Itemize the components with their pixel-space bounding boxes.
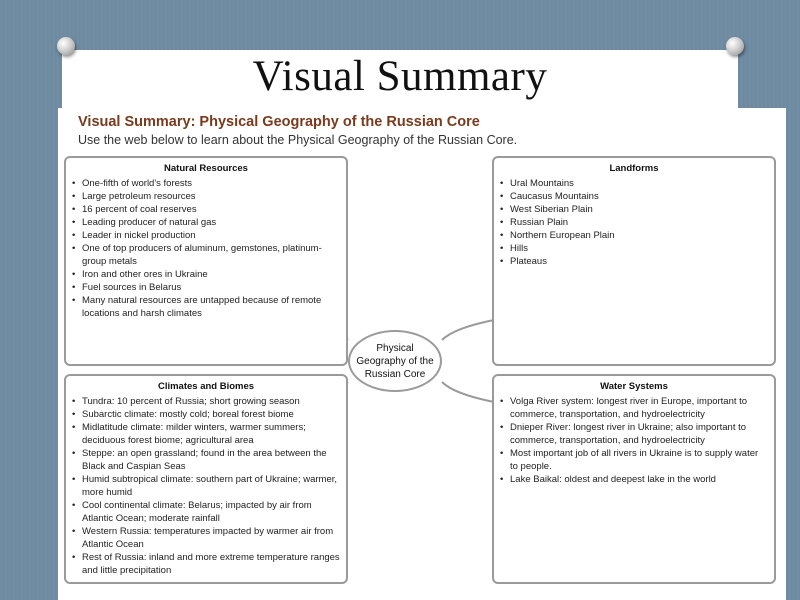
list-item: Lake Baikal: oldest and deepest lake in …: [500, 473, 768, 486]
list-item: 16 percent of coal reserves: [72, 203, 340, 216]
list-item: Hills: [500, 242, 768, 255]
list-item: Cool continental climate: Belarus; impac…: [72, 499, 340, 525]
list-item: Iron and other ores in Ukraine: [72, 268, 340, 281]
list-item: Rest of Russia: inland and more extreme …: [72, 551, 340, 577]
landforms-box: Landforms Ural Mountains Caucasus Mounta…: [492, 156, 776, 366]
list-item: Most important job of all rivers in Ukra…: [500, 447, 768, 473]
bullet-list: Tundra: 10 percent of Russia; short grow…: [66, 395, 346, 577]
box-title: Natural Resources: [164, 163, 248, 174]
list-item: Western Russia: temperatures impacted by…: [72, 525, 340, 551]
list-item: Northern European Plain: [500, 229, 768, 242]
connector-line: [441, 319, 495, 341]
list-item: One-fifth of world's forests: [72, 177, 340, 190]
list-item: Subarctic climate: mostly cold; boreal f…: [72, 408, 340, 421]
list-item: Russian Plain: [500, 216, 768, 229]
box-title: Climates and Biomes: [157, 381, 255, 392]
connector-line: [441, 381, 495, 403]
list-item: Tundra: 10 percent of Russia; short grow…: [72, 395, 340, 408]
list-item: Large petroleum resources: [72, 190, 340, 203]
list-item: Ural Mountains: [500, 177, 768, 190]
center-topic-oval: Physical Geography of the Russian Core: [348, 330, 442, 392]
list-item: Plateaus: [500, 255, 768, 268]
list-item: One of top producers of aluminum, gemsto…: [72, 242, 340, 268]
water-systems-box: Water Systems Volga River system: longes…: [492, 374, 776, 584]
pushpin-icon: [726, 37, 744, 55]
climates-biomes-box: Climates and Biomes Tundra: 10 percent o…: [64, 374, 348, 584]
box-title: Water Systems: [600, 381, 668, 392]
summary-heading: Visual Summary: Physical Geography of th…: [78, 114, 480, 130]
summary-subheading: Use the web below to learn about the Phy…: [78, 133, 518, 147]
list-item: Dnieper River: longest river in Ukraine;…: [500, 421, 768, 447]
list-item: Leader in nickel production: [72, 229, 340, 242]
box-title: Landforms: [609, 163, 659, 174]
list-item: Steppe: an open grassland; found in the …: [72, 447, 340, 473]
bullet-list: Ural Mountains Caucasus Mountains West S…: [494, 177, 774, 268]
pushpin-icon: [57, 37, 75, 55]
summary-panel: Visual Summary: Physical Geography of th…: [58, 108, 786, 600]
list-item: Midlatitude climate: milder winters, war…: [72, 421, 340, 447]
list-item: Many natural resources are untapped beca…: [72, 294, 340, 320]
natural-resources-box: Natural Resources One-fifth of world's f…: [64, 156, 348, 366]
bullet-list: Volga River system: longest river in Eur…: [494, 395, 774, 486]
list-item: Volga River system: longest river in Eur…: [500, 395, 768, 421]
list-item: Humid subtropical climate: southern part…: [72, 473, 340, 499]
list-item: Leading producer of natural gas: [72, 216, 340, 229]
slide-title: Visual Summary: [252, 53, 548, 100]
list-item: Fuel sources in Belarus: [72, 281, 340, 294]
list-item: West Siberian Plain: [500, 203, 768, 216]
list-item: Caucasus Mountains: [500, 190, 768, 203]
bullet-list: One-fifth of world's forests Large petro…: [66, 177, 346, 320]
